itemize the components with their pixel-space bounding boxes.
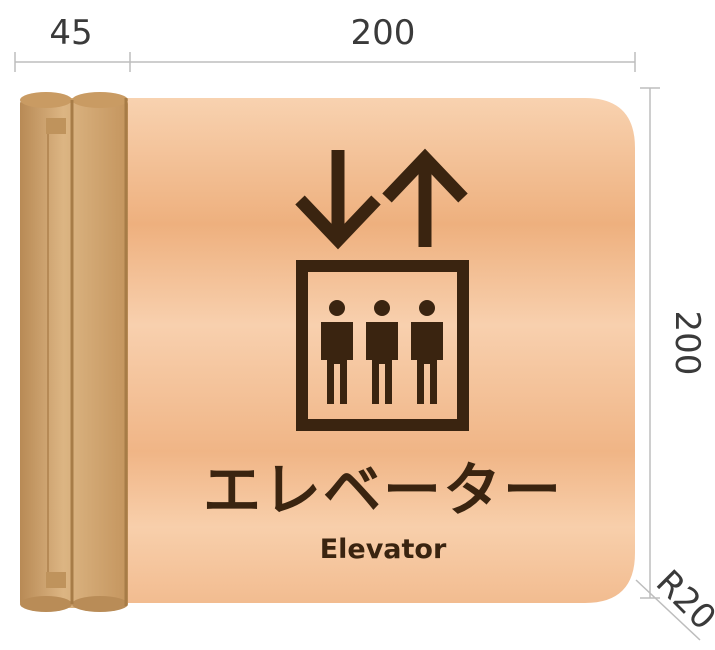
- dimension-plate-width: 200: [351, 13, 416, 53]
- sign-label-english: Elevator: [320, 534, 447, 565]
- person-icon: [366, 300, 398, 404]
- dimension-lines: [14, 52, 701, 641]
- dimension-corner-radius: R20: [648, 562, 715, 638]
- dimension-mount-width: 45: [49, 13, 92, 53]
- sign-label-japanese: エレベーター: [203, 456, 563, 524]
- arrow-down-icon: [295, 150, 381, 250]
- person-icon: [321, 300, 353, 404]
- person-icon: [411, 300, 443, 404]
- wall-mount: [20, 92, 128, 612]
- dimension-plate-height: 200: [667, 311, 707, 376]
- arrow-up-icon: [382, 148, 468, 247]
- elevator-car-icon: [296, 260, 469, 431]
